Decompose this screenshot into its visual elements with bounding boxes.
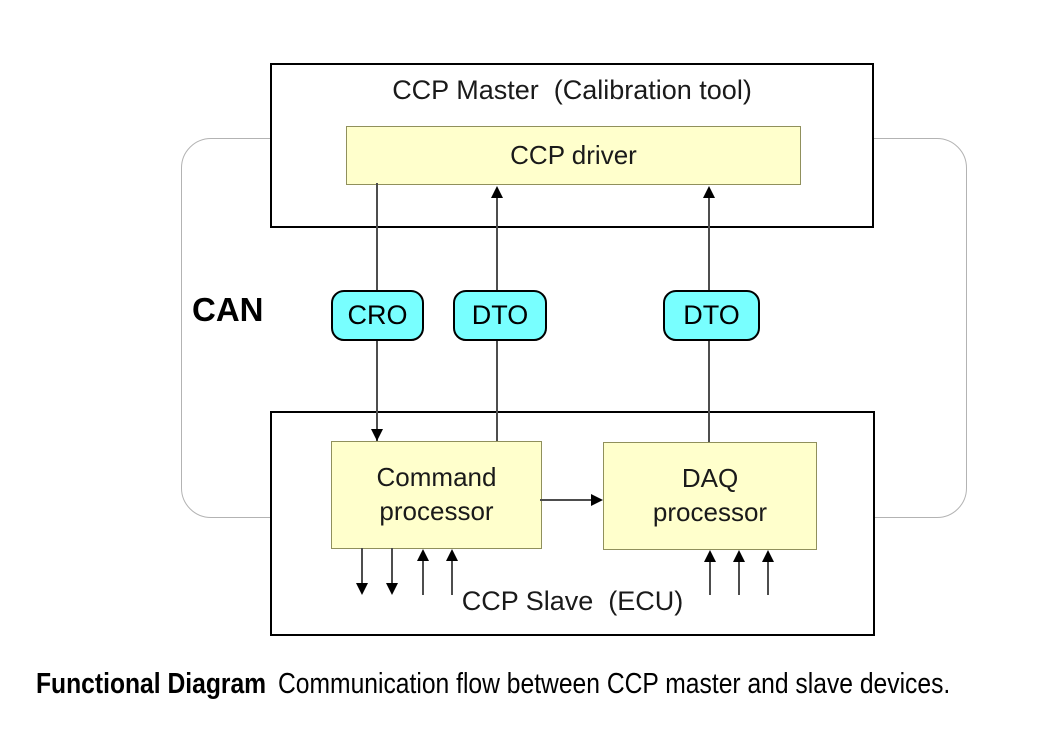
cro-message-pill: CRO [331, 290, 424, 341]
ccp-driver-label: CCP driver [510, 139, 637, 170]
daq-in-arrowhead-1-icon [704, 550, 716, 562]
caption-text: Communication flow between CCP master an… [277, 668, 951, 700]
can-bus-label: CAN [192, 291, 264, 328]
daq-in-arrowhead-2-icon [733, 550, 745, 562]
daq-in-line-2 [738, 560, 740, 595]
ccp-master-title: CCP Master (Calibration tool) [392, 75, 752, 105]
cro-label: CRO [347, 300, 408, 330]
daq-processor-box: DAQ processor [603, 442, 817, 550]
command-out-arrowhead-2-icon [386, 583, 398, 595]
cro-arrowhead-down-icon [371, 429, 383, 441]
daq-processor-label: DAQ processor [652, 463, 768, 527]
dto-message-pill-1: DTO [453, 290, 547, 341]
dto2-label: DTO [683, 300, 740, 330]
daq-in-line-1 [709, 560, 711, 595]
daq-in-arrowhead-3-icon [762, 550, 774, 562]
command-out-line-1 [361, 548, 363, 585]
ccp-driver-box: CCP driver [346, 126, 801, 185]
ccp-slave-title: CCP Slave (ECU) [461, 586, 684, 616]
command-in-arrowhead-2-icon [446, 549, 458, 561]
command-to-daq-arrowhead-icon [591, 494, 603, 506]
command-processor-label: Command processor [376, 462, 497, 526]
command-processor-box: Command processor [331, 441, 542, 549]
daq-in-line-3 [767, 560, 769, 595]
dto1-arrowhead-up-icon [491, 186, 503, 198]
figure-caption: Functional Diagram Communication flow bet… [36, 668, 950, 701]
caption-title: Functional Diagram [36, 668, 267, 700]
command-to-daq-line [540, 499, 594, 501]
command-out-arrowhead-1-icon [356, 583, 368, 595]
command-in-arrowhead-1-icon [417, 549, 429, 561]
dto2-arrowhead-up-icon [703, 186, 715, 198]
command-in-line-1 [422, 560, 424, 595]
dto1-label: DTO [471, 300, 529, 330]
command-out-line-2 [391, 548, 393, 585]
dto-message-pill-2: DTO [663, 290, 760, 341]
command-in-line-2 [451, 560, 453, 595]
